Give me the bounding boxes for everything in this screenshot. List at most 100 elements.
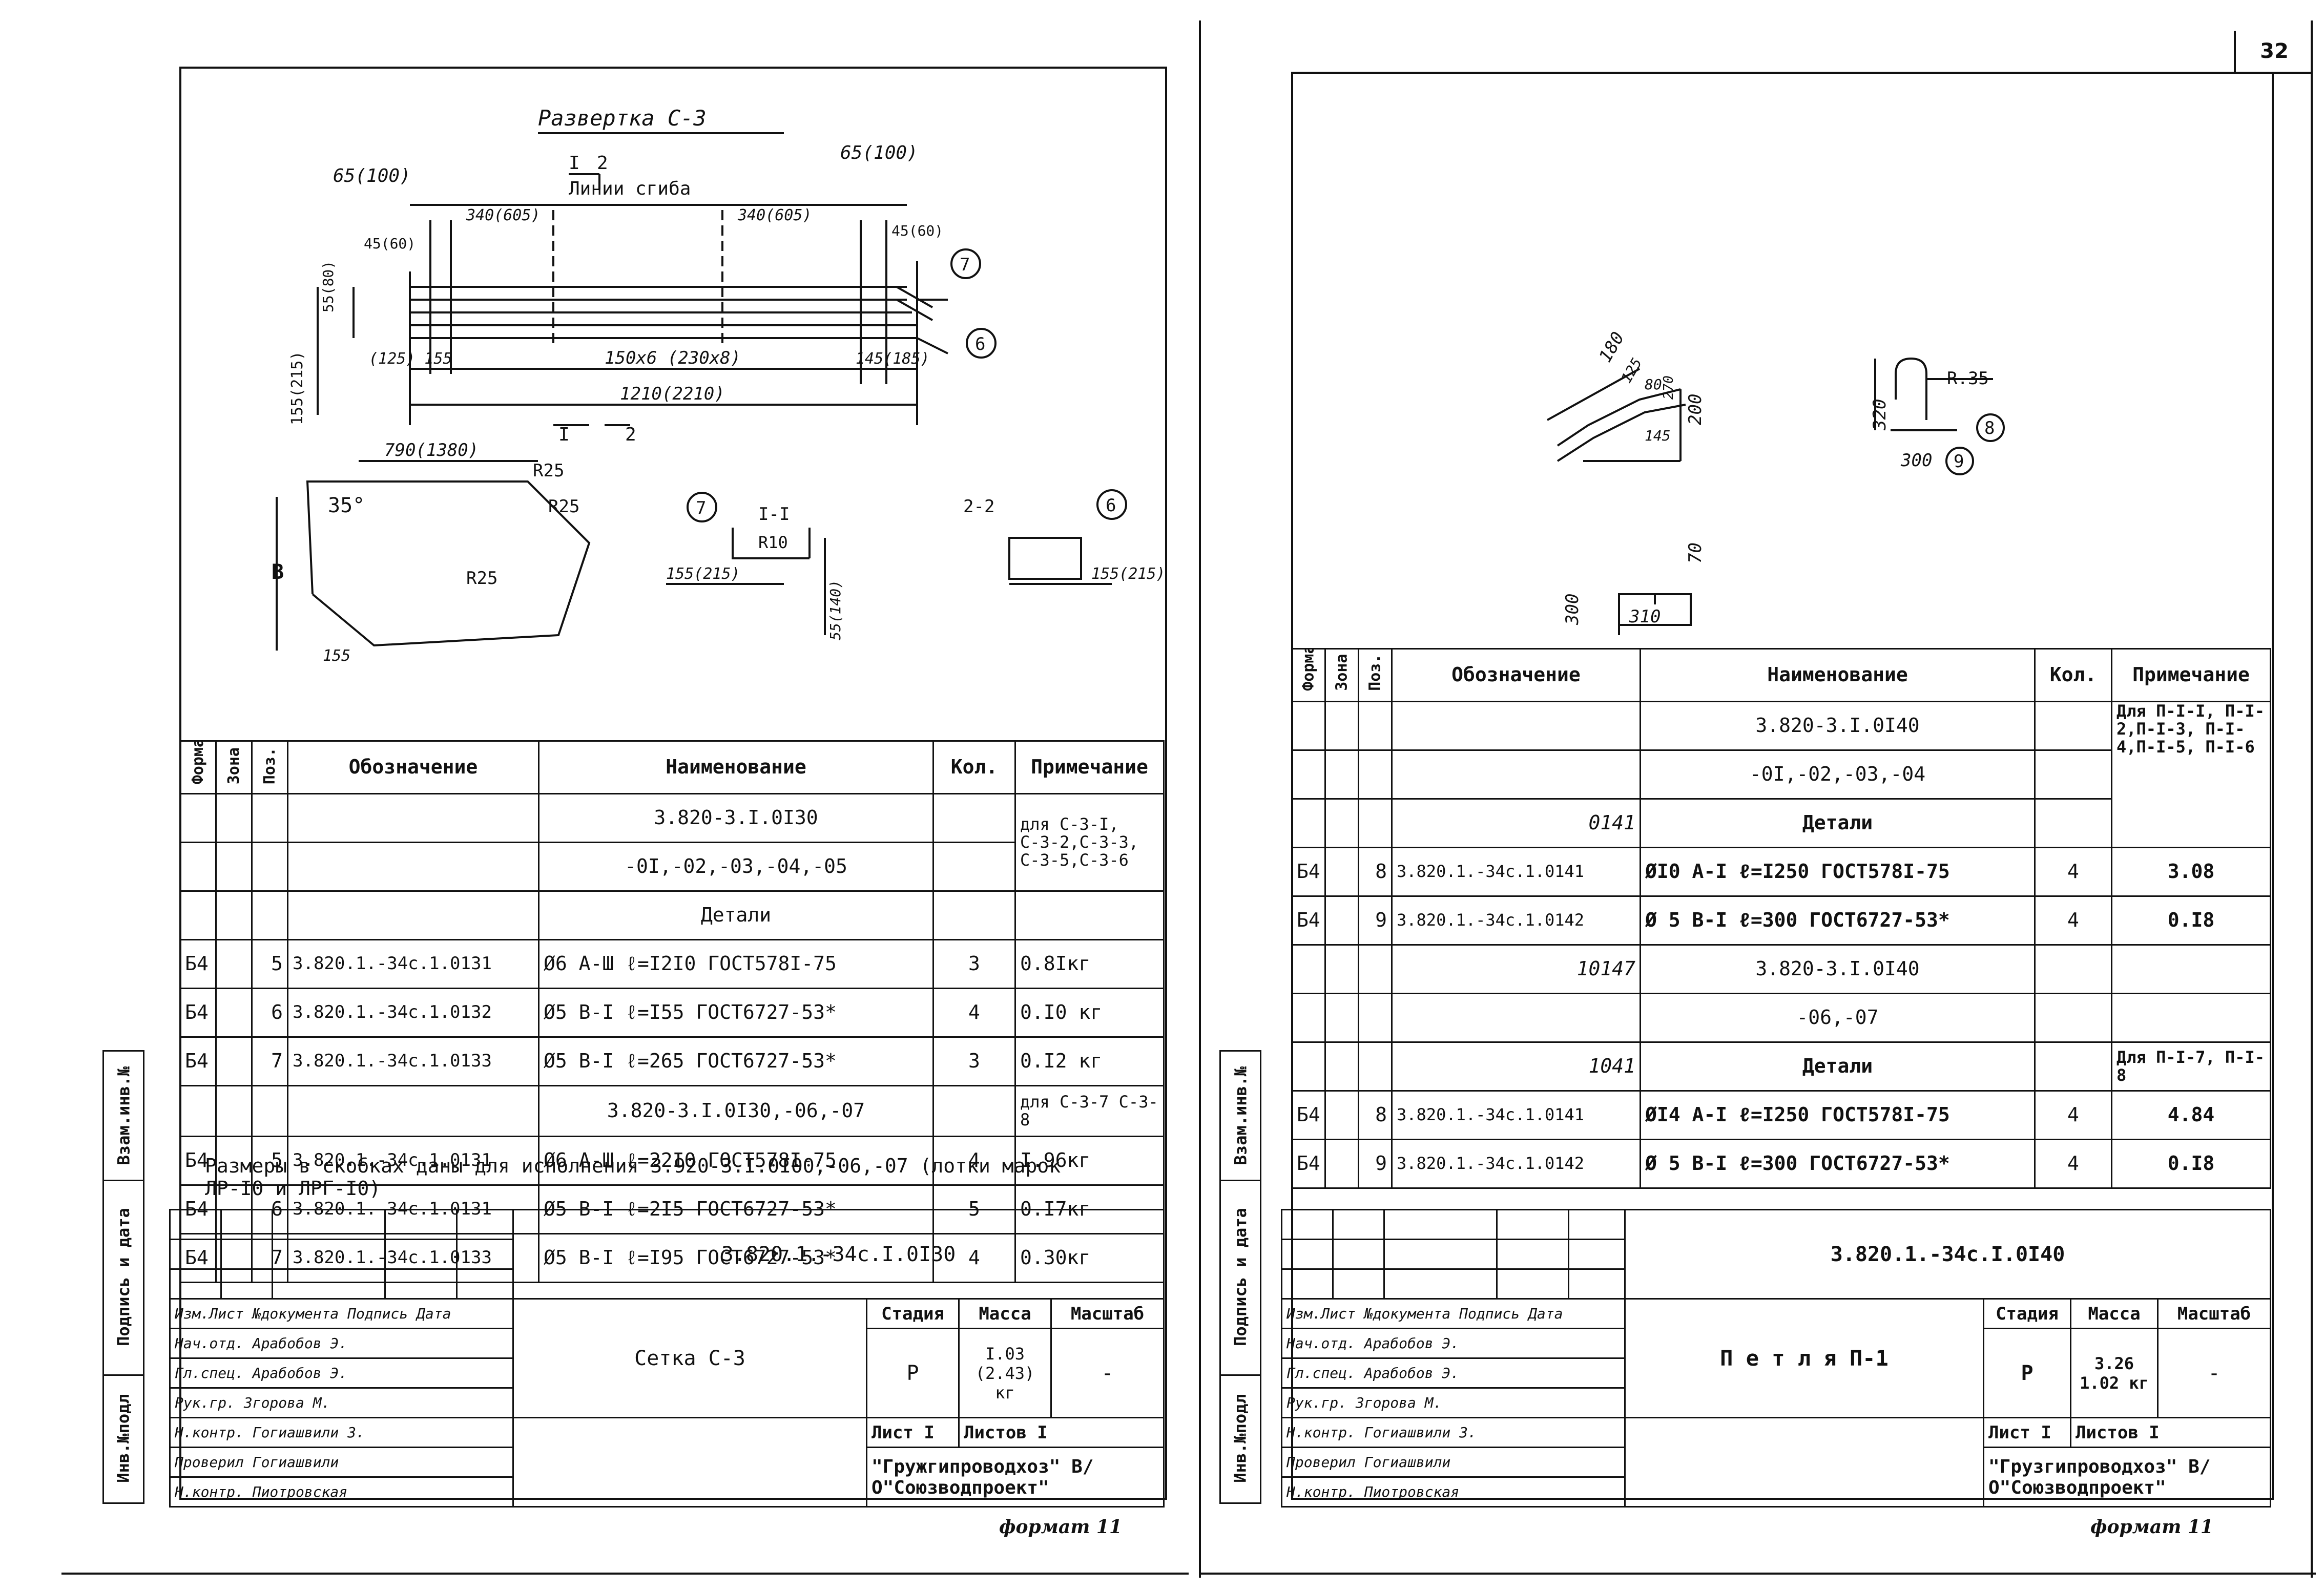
dim-r25-c: R25 [466, 568, 497, 589]
dim-45-60-left: 45(60) [364, 235, 416, 252]
sidebar-vzam-inv: Взам.инв.№ [104, 1052, 143, 1181]
sidebar-inv-orig-right: Инв.№подл [1231, 1394, 1251, 1483]
right-edge [2311, 20, 2313, 1578]
dim-145: 145 [1645, 427, 1671, 444]
header-zone: Зона [215, 740, 253, 794]
left-doc-title: Сетка С-3 [512, 1298, 867, 1418]
dim-B: B [272, 560, 284, 584]
pos-6-sec: 6 [1106, 495, 1116, 516]
pos-7-top: 7 [960, 255, 970, 275]
section-2-label: 2-2 [963, 496, 994, 517]
right-title-block: 3.820.1.-34с.I.0I40 Изм.Лист №документа … [1281, 1209, 2271, 1508]
dim-65-100-right: 65(100) [840, 142, 918, 163]
dim-270: 270 [1661, 375, 1676, 400]
right-mass: 3.26 1.02 кг [2070, 1328, 2159, 1418]
section-mark-1: I [569, 153, 580, 174]
left-stage: Р [866, 1328, 960, 1418]
left-sign-row-0: Изм.Лист №документа Подпись Дата [169, 1298, 514, 1329]
dim-r25-a: R25 [533, 460, 564, 481]
left-stage-label: Стадия [866, 1298, 960, 1329]
header-format: Формат [1291, 648, 1326, 702]
header-name: Наименование [538, 740, 934, 794]
right-format: формат 11 [2090, 1516, 2213, 1538]
left-sign-row-5: Проверил Гогиашвили [169, 1447, 514, 1478]
left-table-header: Формат Зона Поз. Обозначение Наименовани… [179, 740, 1165, 794]
header-note: Примечание [1014, 740, 1165, 794]
drawing-title: Развертка С-3 [538, 106, 707, 131]
right-doc-code: 3.820.1.-34с.I.0I40 [1624, 1209, 2271, 1300]
bottom-rule-right [1199, 1573, 2316, 1575]
right-scale-label: Масштаб [2157, 1298, 2271, 1329]
header-format: Формат [179, 740, 217, 794]
right-spec-table: Формат Зона Поз. Обозначение Наименовани… [1291, 648, 2271, 1189]
left-note: Размеры в скобках даны для исполнения 3.… [205, 1155, 1061, 1200]
table-row: Детали [179, 890, 1165, 940]
left-spec-table: Формат Зона Поз. Обозначение Наименовани… [179, 740, 1165, 1283]
table-row: -06,-07 [1291, 993, 2271, 1043]
dim-145-185: 145(185) [856, 350, 930, 368]
table-row: -0I,-02,-03,-04 [1291, 749, 2271, 800]
dim-70: 70 [1685, 542, 1706, 563]
pos-9-drawing: 9 [1954, 451, 1964, 472]
sidebar-vzam-inv-right: Взам.инв.№ [1221, 1052, 1260, 1181]
page-number: 32 [2234, 31, 2313, 74]
header-designation: Обозначение [1391, 648, 1641, 702]
sidebar-inv-orig: Инв.№подл [114, 1394, 134, 1483]
right-sign-row-4: Н.контр. Гогиашвили З. [1281, 1417, 1626, 1448]
dim-55-80: 55(80) [320, 261, 337, 312]
right-sign-row-6: Н.контр. Пиотровская [1281, 1476, 1626, 1508]
section-mark-1b: I [558, 424, 570, 445]
dim-340-605-left: 340(605) [466, 206, 541, 224]
dim-r25-b: R25 [548, 496, 579, 517]
header-pos: Поз. [1358, 648, 1393, 702]
sidebar-sign-date-right: Подпись и дата [1221, 1180, 1260, 1376]
right-sheets-label: Листов I [2070, 1417, 2271, 1448]
left-mass-label: Масса [958, 1298, 1052, 1329]
left-sidebar: Взам.инв.№ Подпись и дата Инв.№подл [102, 1050, 144, 1504]
left-sign-row-2: Гл.спец. Арабобов Э. [169, 1357, 514, 1389]
bend-lines-label: Линии сгиба [569, 178, 691, 199]
header-qty: Кол. [2034, 648, 2112, 702]
dim-310: 310 [1629, 606, 1661, 627]
dim-65-100-left: 65(100) [333, 165, 411, 186]
dim-300-b: 300 [1562, 594, 1583, 625]
dim-125-155: (125) 155 [369, 350, 452, 368]
header-zone: Зона [1324, 648, 1359, 702]
header-name: Наименование [1640, 648, 2036, 702]
sidebar-sign-date: Подпись и дата [104, 1180, 143, 1376]
pos-8-drawing: 8 [1984, 418, 1995, 438]
dim-r10: R10 [758, 533, 788, 552]
section-mark-2: 2 [597, 153, 608, 174]
dim-45-60-right: 45(60) [891, 222, 943, 239]
header-designation: Обозначение [287, 740, 540, 794]
left-sign-row-1: Нач.отд. Арабобов Э. [169, 1328, 514, 1359]
left-sheet-label: Лист I [866, 1417, 960, 1448]
dim-300: 300 [1900, 450, 1932, 471]
dim-r35: R.35 [1947, 368, 1989, 389]
pos-6-top: 6 [975, 334, 985, 354]
left-mass: I.03 (2.43) кг [958, 1328, 1052, 1418]
left-sign-row-3: Рук.гр. Згорова М. [169, 1387, 514, 1418]
dim-150x6: 150x6 (230x8) [605, 348, 741, 368]
header-pos: Поз. [251, 740, 288, 794]
right-scale: - [2157, 1328, 2271, 1418]
left-sheets-label: Листов I [958, 1417, 1165, 1448]
dim-340-605-right: 340(605) [737, 206, 812, 224]
right-sign-row-1: Нач.отд. Арабобов Э. [1281, 1328, 1626, 1359]
table-row: -0I,-02,-03,-04,-05 [179, 842, 1164, 892]
center-divider [1199, 20, 1201, 1578]
left-drawing: Развертка С-3 I 2 Линии сгиба 65(100) 65… [272, 106, 1163, 665]
header-note: Примечание [2111, 648, 2271, 702]
right-sign-row-5: Проверил Гогиашвили [1281, 1447, 1626, 1478]
left-scale-label: Масштаб [1050, 1298, 1165, 1329]
